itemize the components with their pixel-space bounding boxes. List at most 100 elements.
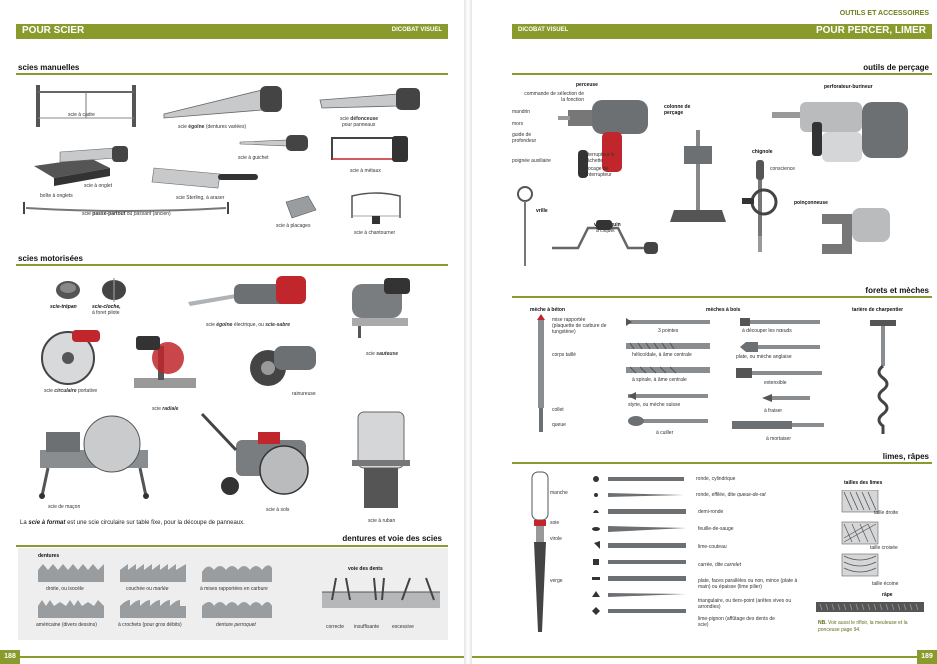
label-perceuse: perceuse — [576, 82, 598, 88]
bit-noeuds-illustration — [740, 318, 820, 326]
label-a-fraiser: à fraiser — [764, 408, 783, 414]
section-title-percage: outils de perçage — [863, 63, 929, 72]
label-meches-a-bois: mèches à bois — [706, 307, 741, 313]
label-a-cuiller: à cuiller — [656, 430, 674, 436]
rasp-illustration — [816, 600, 924, 614]
label-voie-excessive: excessive — [392, 624, 414, 630]
bell-saw-illustration — [98, 278, 130, 302]
left-header-title: POUR SCIER — [22, 25, 85, 36]
label-dentures-heading: dentures — [38, 553, 60, 559]
masonry-saw-illustration — [32, 410, 154, 500]
right-kicker: OUTILS ET ACCESSOIRES — [839, 10, 929, 17]
left-footer-line — [20, 656, 464, 658]
bit-mortaiser-illustration — [732, 420, 824, 430]
reciprocating-saw-illustration — [186, 272, 310, 310]
file-types-illustration — [592, 473, 696, 633]
bit-plate-illustration — [740, 342, 820, 352]
punch-machine-illustration — [812, 206, 892, 262]
section-title-forets: forets et mèches — [865, 286, 929, 295]
label-voie-insuffisante: insuffisante — [354, 624, 380, 630]
section-title-motorisees: scies motorisées — [18, 254, 83, 263]
right-header-bar: DICOBAT VISUEL POUR PERCER, LIMER — [512, 24, 932, 39]
bit-fraiser-illustration — [762, 394, 810, 402]
handsaw-illustration — [162, 84, 284, 120]
brace-illustration — [548, 218, 660, 266]
label-3-pointes: 3 pointes — [658, 328, 679, 334]
hacksaw-illustration — [326, 132, 410, 166]
coping-saw-illustration — [346, 190, 406, 224]
right-header-brand: DICOBAT VISUEL — [518, 27, 569, 33]
label-lime-feuille-de-sauge: feuille-de-sauge — [698, 526, 734, 532]
label-scie-a-placages: scie à placages — [276, 223, 311, 229]
label-chignole: chignole — [752, 149, 773, 155]
label-scie-a-ruban: scie à ruban — [368, 518, 396, 524]
label-scie-cloche-tail: à foret pilote — [92, 310, 120, 316]
label-denture-crochets: à crochets (pour gros débits) — [118, 622, 182, 628]
label-scie-trepan: scie-trépan — [50, 304, 77, 310]
label-scie-a-metaux: scie à métaux — [350, 168, 381, 174]
label-lime-queue-de-rat: ronde, effilée, dite queue-de-rat — [696, 492, 766, 498]
label-rainureuse: rainureuse — [292, 391, 316, 397]
radial-saw-illustration — [128, 328, 200, 398]
bit-spirale-illustration — [626, 366, 710, 374]
section-rule — [512, 73, 932, 75]
jigsaw-illustration — [348, 274, 414, 340]
label-denture-perroquet: denture perroquet — [216, 622, 256, 628]
label-perforateur-burineur: perforateur-burineur — [824, 84, 873, 90]
teeth-raked-illustration — [120, 562, 186, 582]
label-scie-cloche: scie-cloche, — [92, 304, 121, 310]
label-poignee-auxiliaire: poignée auxiliaire — [512, 158, 551, 164]
left-page-number: 188 — [0, 650, 20, 664]
label-scie-passe-partout: scie passe-partout ou passant (ancien) — [82, 211, 171, 217]
mitre-box-illustration — [30, 146, 130, 186]
right-page-number: 189 — [917, 650, 937, 664]
section-title-limes: limes, râpes — [882, 452, 929, 461]
label-mise-rapportee: mise rapportée (plaquette de carbure de … — [552, 317, 607, 335]
label-scie-a-onglet: scie à onglet — [84, 183, 113, 189]
drill-stand-illustration — [670, 126, 726, 226]
label-extensible: extensible — [764, 380, 787, 386]
label-scie-circulaire: scie circulaire portative — [44, 388, 98, 394]
label-meche-a-beton: mèche à béton — [530, 307, 566, 313]
teeth-straight-illustration — [38, 562, 104, 582]
floor-saw-illustration — [196, 410, 328, 504]
label-mandrin: mandrin — [512, 109, 531, 115]
band-saw-illustration — [350, 410, 412, 510]
bit-cuiller-illustration — [628, 416, 708, 426]
label-virole: virole — [550, 536, 562, 542]
label-lime-triangulaire: triangulaire, ou tiers-point (arêtes viv… — [698, 598, 792, 610]
label-rape: râpe — [882, 592, 893, 598]
auger-illustration — [868, 318, 898, 436]
label-mors: mors — [512, 121, 524, 127]
label-voie-des-dents: voie des dents — [348, 566, 383, 572]
label-vrille: vrille — [536, 208, 548, 214]
gimlet-illustration — [514, 186, 536, 268]
label-a-mortaiser: à mortaiser — [766, 436, 792, 442]
teeth-hook-illustration — [120, 598, 186, 618]
left-page: POUR SCIER DICOBAT VISUEL scies manuelle… — [0, 0, 464, 664]
label-lime-pignon: lime-pignon (affûtage des dents de scie) — [698, 616, 775, 628]
label-corps-taille: corps taillé — [552, 352, 576, 358]
hammer-drill-illustration — [772, 92, 912, 168]
file-anatomy-illustration — [528, 470, 552, 634]
section-rule — [512, 296, 932, 298]
bit-styrie-illustration — [628, 392, 708, 400]
label-denture-couchee: couchée ou marlée — [126, 586, 169, 592]
keyhole-saw-illustration — [238, 132, 310, 154]
label-scie-a-cadre: scie à cadre — [68, 112, 95, 118]
label-lime-carree: carrée, dite carrelet — [698, 562, 742, 568]
label-spirale: à spirale, à âme centrale — [632, 377, 687, 383]
label-tailles-des-limes: tailles des limes — [844, 480, 883, 486]
label-scie-a-chantourner: scie à chantourner — [354, 230, 396, 236]
label-colonne-de-percage: colonne de perçage — [664, 104, 691, 116]
nb-note: NB. Voir aussi le rifloir, la meuleuse e… — [818, 620, 908, 633]
label-taille-ecoine: taille écoine — [872, 581, 899, 587]
label-scie-defonceuse-tail: pour panneaux — [342, 122, 376, 128]
tooth-set-illustration — [322, 574, 440, 618]
label-scie-a-guichet: scie à guichet — [238, 155, 269, 161]
teeth-carbide-illustration — [202, 562, 272, 582]
section-title-dentures: dentures et voie des scies — [342, 534, 442, 543]
label-manche: manche — [550, 490, 568, 496]
right-page: OUTILS ET ACCESSOIRES DICOBAT VISUEL POU… — [472, 0, 937, 664]
right-footer-line — [472, 656, 917, 658]
